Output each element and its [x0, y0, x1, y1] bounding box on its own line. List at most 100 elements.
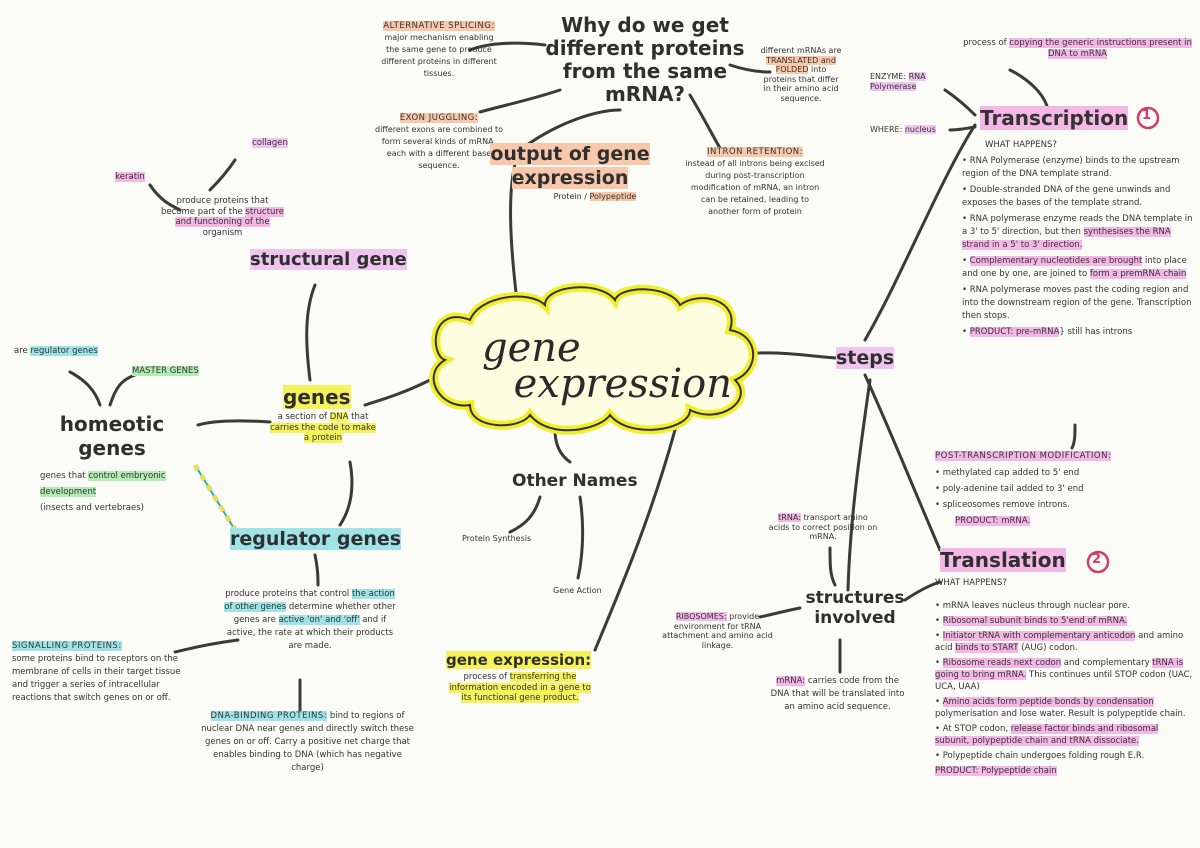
- dna-binding-text: bind to regions of nuclear DNA near gene…: [201, 711, 414, 773]
- homeotic-are: are regulator genes: [14, 346, 114, 357]
- transcription-process-hl: copying the generic instructions present…: [1009, 38, 1192, 59]
- tl-b1: mRNA leaves nucleus through nuclear pore…: [942, 601, 1130, 611]
- structural-desc-b: organism: [202, 227, 243, 238]
- main-title-line2: expression: [513, 361, 732, 407]
- tl-bullet-6: • At STOP codon, release factor binds an…: [935, 724, 1159, 746]
- translation-heading-text: Translation: [940, 548, 1066, 572]
- mrna-text: carries code from the DNA that will be t…: [770, 676, 905, 712]
- tr-b3a: RNA polymerase enzyme reads the DNA temp…: [962, 214, 1193, 237]
- structural-heading-text: structural gene: [250, 249, 407, 270]
- transcription-heading: Transcription: [980, 106, 1129, 130]
- genes-t4: carries the code to make a protein: [270, 422, 376, 443]
- tl-bullet-4: • Ribosome reads next codon and compleme…: [935, 658, 1193, 692]
- where-label: WHERE: nucleus: [870, 125, 936, 135]
- transcription-process-pre: process of: [963, 38, 1007, 48]
- intron-retention-text: instead of all introns being excised dur…: [685, 159, 825, 216]
- structural-desc: produce proteins that become part of the…: [160, 196, 285, 238]
- output-sub-a: Protein /: [553, 192, 587, 201]
- main-title: gene expression: [462, 328, 742, 407]
- tl-b4b: This continues until STOP codon (UAC, UC…: [935, 670, 1193, 692]
- different-mrnas-block: different mRNAs are TRANSLATED and FOLDE…: [760, 46, 842, 103]
- steps-heading-text: steps: [836, 347, 895, 369]
- signalling-text: some proteins bind to receptors on the m…: [12, 654, 181, 703]
- definition-pre: process of: [463, 672, 508, 682]
- tl-b5hl: Amino acids form peptide bonds by conden…: [942, 697, 1154, 707]
- ribo-text: provide environment for tRNA attachment …: [662, 612, 773, 650]
- different-mrnas-pre: different mRNAs are: [760, 46, 842, 55]
- post-transcription: POST-TRANSCRIPTION MODIFICATION: • methy…: [935, 450, 1175, 528]
- transcription-list: • RNA Polymerase (enzyme) binds to the u…: [962, 155, 1194, 342]
- trna-block: tRNA: transport amino acids to correct p…: [768, 513, 878, 542]
- trna-label: tRNA:: [778, 513, 801, 522]
- enzyme-label: ENZYME: RNA Polymerase: [870, 72, 950, 91]
- output-heading: output of gene expression: [470, 142, 670, 190]
- question-heading: Why do we get different proteins from th…: [545, 13, 745, 106]
- mrna-label: mRNA:: [776, 676, 806, 686]
- tr-b4c: form a premRNA chain: [1089, 269, 1187, 279]
- ribosomes-block: RIBOSOMES: provide environment for tRNA …: [655, 612, 780, 650]
- post-2-text: poly-adenine tail added to 3' end: [942, 484, 1084, 494]
- tl-product-text: PRODUCT: Polypeptide chain: [935, 766, 1057, 776]
- translation-list: • mRNA leaves nucleus through nuclear po…: [935, 600, 1193, 780]
- trna-text: transport amino acids to correct positio…: [768, 513, 878, 541]
- tl-bullet-3: • Initiator tRNA with complementary anti…: [935, 631, 1184, 653]
- output-sub-b: Polypeptide: [589, 192, 637, 201]
- intron-retention-block: INTRON RETENTION: instead of all introns…: [685, 146, 825, 218]
- genes-heading: genes: [283, 385, 351, 409]
- translation-heading: Translation: [940, 548, 1066, 572]
- post-3: • spliceosomes remove introns.: [935, 500, 1070, 510]
- tl-bullet-2: • Ribosomal subunit binds to 5'end of mR…: [935, 616, 1128, 626]
- regulator-d1: produce proteins that control: [225, 589, 350, 599]
- post-4: PRODUCT: mRNA.: [935, 515, 1175, 528]
- other-names-heading: Other Names: [512, 471, 638, 491]
- tr-product-post: } still has introns: [1059, 327, 1133, 337]
- regulator-d5: and if active, the rate at which their p…: [226, 615, 394, 651]
- steps-heading: steps: [836, 346, 895, 370]
- tl-b2: Ribosomal subunit binds to 5'end of mRNA…: [942, 616, 1128, 626]
- translation-what: WHAT HAPPENS?: [935, 578, 1007, 588]
- tr-bullet-4: • Complementary nucleotides are brought …: [962, 256, 1187, 279]
- dna-binding-label: DNA-BINDING PROTEINS:: [210, 711, 328, 721]
- structures-heading: structures involved: [805, 588, 905, 628]
- genes-t2: DNA: [329, 412, 349, 422]
- genes-heading-text: genes: [283, 385, 351, 409]
- collagen-text: collagen: [252, 138, 288, 148]
- exon-juggling-block: EXON JUGGLING: different exons are combi…: [374, 112, 504, 172]
- tl-bullet-1: • mRNA leaves nucleus through nuclear po…: [935, 601, 1130, 611]
- where-value: nucleus: [904, 125, 936, 134]
- signalling-label: SIGNALLING PROTEINS:: [12, 641, 122, 651]
- output-heading-text: output of gene expression: [490, 143, 650, 189]
- tr-bullet-5: • RNA polymerase moves past the coding r…: [962, 285, 1192, 321]
- tr-bullet-3: • RNA polymerase enzyme reads the DNA te…: [962, 214, 1193, 250]
- tl-b5a: polymerisation and lose water. Result is…: [935, 709, 1186, 719]
- master-genes-text: MASTER GENES: [132, 366, 199, 376]
- intron-retention-label: INTRON RETENTION:: [706, 147, 804, 157]
- homeotic-are-hl: regulator genes: [30, 346, 98, 356]
- tl-b6a: At STOP codon,: [942, 724, 1009, 734]
- tr-b4hl: Complementary nucleotides are brought: [969, 256, 1143, 266]
- dna-binding-block: DNA-BINDING PROTEINS: bind to regions of…: [200, 710, 415, 775]
- enzyme-label-text: ENZYME:: [870, 72, 907, 81]
- tl-b3hl: binds to START: [955, 643, 1019, 653]
- transcription-heading-text: Transcription: [980, 106, 1129, 130]
- transcription-number: 1: [1142, 108, 1152, 123]
- tr-b5: RNA polymerase moves past the coding reg…: [962, 285, 1192, 321]
- homeotic-desc-pre: genes that: [40, 471, 86, 481]
- tl-b3c: (AUG) codon.: [1021, 643, 1078, 653]
- tl-b3b: and amino acid: [935, 631, 1184, 653]
- tr-product-hl: PRODUCT: pre-mRNA: [969, 327, 1060, 337]
- keratin-label: keratin: [100, 172, 160, 183]
- master-genes: MASTER GENES: [132, 366, 199, 377]
- regulator-d4: active 'on' and 'off': [278, 615, 360, 625]
- post-3-text: spliceosomes remove introns.: [942, 500, 1070, 510]
- tr-b2: Double-stranded DNA of the gene unwinds …: [962, 185, 1171, 208]
- signalling-block: SIGNALLING PROTEINS: some proteins bind …: [12, 640, 182, 705]
- post-label: POST-TRANSCRIPTION MODIFICATION:: [935, 451, 1112, 461]
- homeotic-heading: homeotic genes: [42, 412, 182, 460]
- genes-t1: a section of: [277, 412, 328, 422]
- genes-desc: a section of DNA that carries the code t…: [268, 412, 378, 444]
- ribo-label: RIBOSOMES:: [675, 612, 727, 621]
- tl-b4hl: Ribosome reads next codon: [942, 658, 1062, 668]
- regulator-heading-text: regulator genes: [230, 528, 402, 550]
- collagen-label: collagen: [235, 138, 305, 149]
